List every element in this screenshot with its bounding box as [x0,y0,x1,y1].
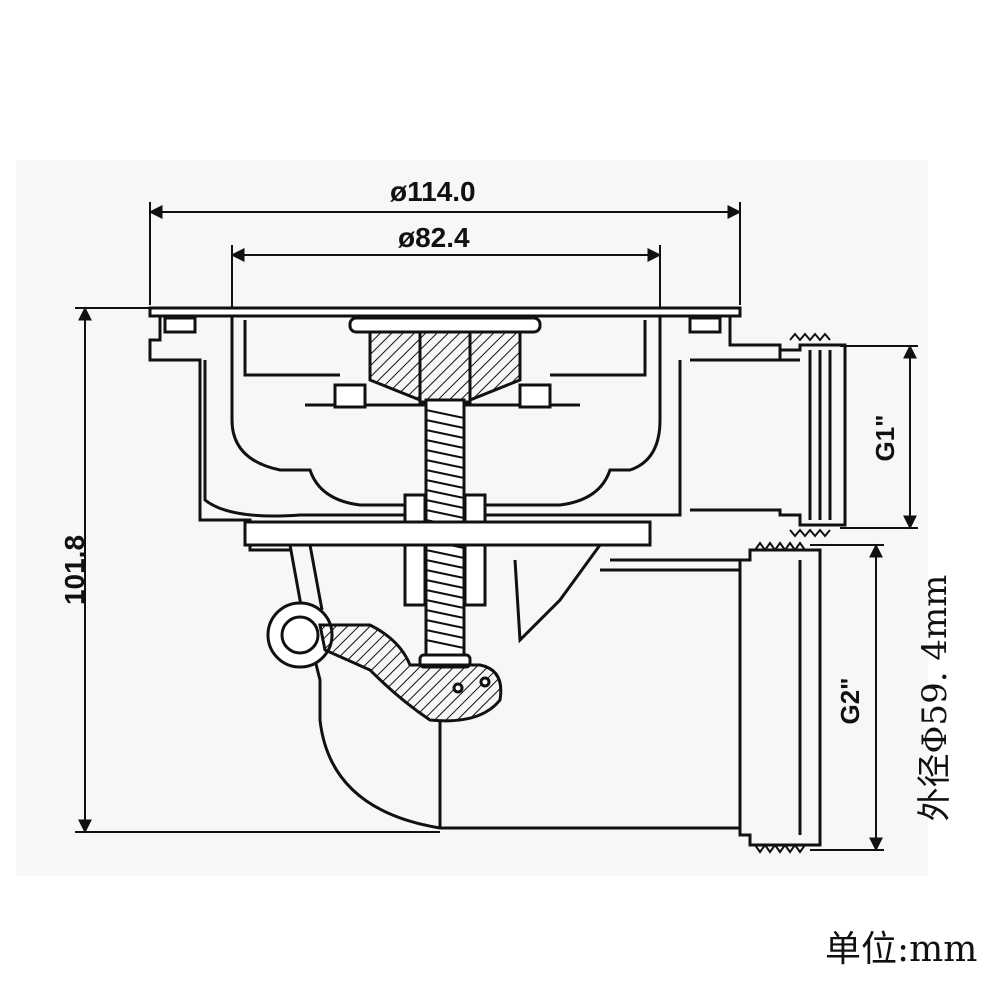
dimension-lines [75,202,918,852]
outer-diameter-note: 外径Φ59. 4mm [915,574,955,822]
dim-label-114: ø114.0 [390,176,476,207]
lever-arm [266,601,503,723]
strainer-basket [203,316,682,518]
thread-label-g1: G1" [870,414,900,462]
threaded-stem [403,398,487,669]
lower-outlet [738,541,822,854]
upper-outlet [690,332,847,538]
central-stopper [305,316,580,409]
dim-label-82-4: ø82.4 [398,222,470,253]
lower-body [243,520,740,830]
dim-label-101-8: 101.8 [59,534,90,606]
unit-note: 单位:mm [825,929,978,970]
thread-label-g2: G2" [835,677,865,725]
